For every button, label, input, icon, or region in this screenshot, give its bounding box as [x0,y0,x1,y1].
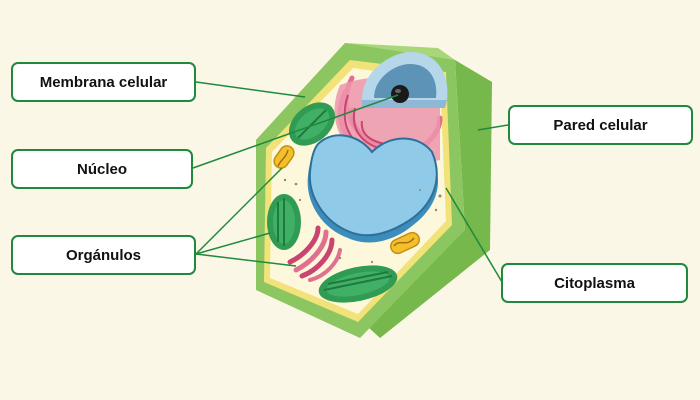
nucleus-cut-face [374,64,437,98]
cell-wall-side-face [355,60,492,338]
leader-line-nucleo [192,94,399,169]
leader-line-membrana [195,81,306,98]
mitochondrion-left [273,145,295,169]
nucleus-rim [362,100,447,108]
leader-lines [192,81,509,283]
cytoplasm-granules [283,178,442,264]
leader-line-pared [477,124,509,131]
golgi-apparatus [287,225,342,282]
nucleolus [391,85,409,103]
chloroplast-mid-left [267,194,301,250]
label-pared-text: Pared celular [553,116,648,134]
label-organulos-text: Orgánulos [65,246,141,264]
mitochondrion-right [389,231,421,255]
label-organulos: Orgánulos [11,235,196,275]
leader-line-organulos-2 [195,232,271,255]
leader-line-organulos-1 [195,167,283,255]
label-pared-celular: Pared celular [508,105,693,145]
chloroplast-bottom [318,265,398,303]
label-membrana-celular: Membrana celular [11,62,196,102]
label-citoplasma: Citoplasma [501,263,688,303]
label-membrana-text: Membrana celular [39,73,168,91]
label-citoplasma-text: Citoplasma [554,274,635,292]
chloroplast-top-left [288,102,336,146]
vacuole [308,134,438,237]
label-nucleo-text: Núcleo [76,160,127,178]
leader-line-organulos-3 [195,253,297,267]
label-nucleo: Núcleo [11,149,193,189]
leader-line-citoplasma [445,187,503,283]
nucleolus-highlight [395,89,401,93]
